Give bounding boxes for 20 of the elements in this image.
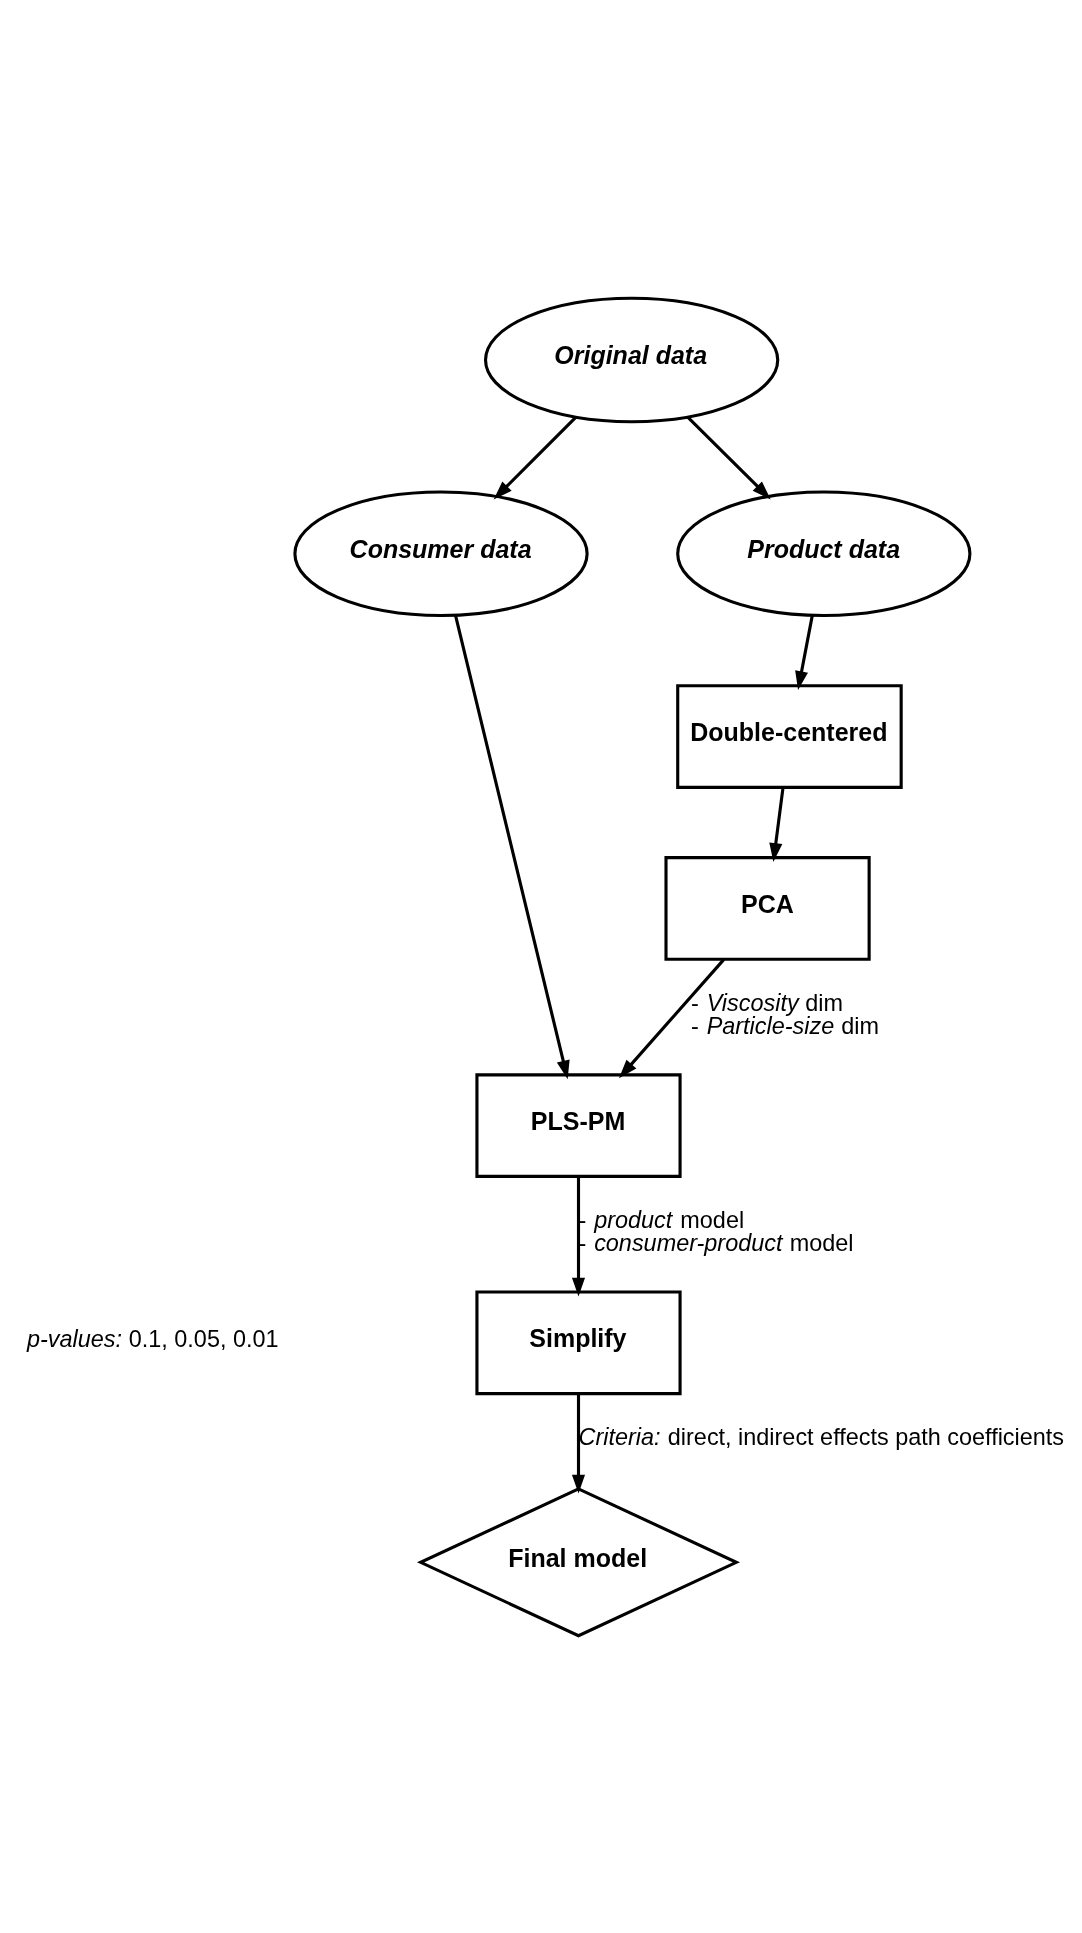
node-box: PCA [664,855,871,961]
arrow [493,415,578,499]
arrow [454,614,570,1079]
node-diamond: Final model [417,1486,740,1637]
edge-label: - Viscosity dim - Particle-size dim [691,989,879,1039]
node-box: Double-centered [676,683,903,789]
node-box: PLS-PM [475,1072,682,1178]
arrow [795,614,814,690]
node-ellipse: Product data [676,489,972,617]
arrow [618,958,725,1078]
node-ellipse: Consumer data [293,489,589,617]
arrow [686,415,771,499]
edge-label: -product model - consumer-product model [578,1206,854,1256]
label: p-values: 0.1, 0.05, 0.01 [26,1325,279,1352]
arrow [571,1393,586,1493]
node-ellipse: Original data [483,296,780,423]
arrow [769,786,785,862]
arrow [571,1176,586,1297]
edge-label: Criteria: direct, indirect effects path coefficients [578,1423,1065,1450]
node-box: Simplify [475,1289,682,1395]
